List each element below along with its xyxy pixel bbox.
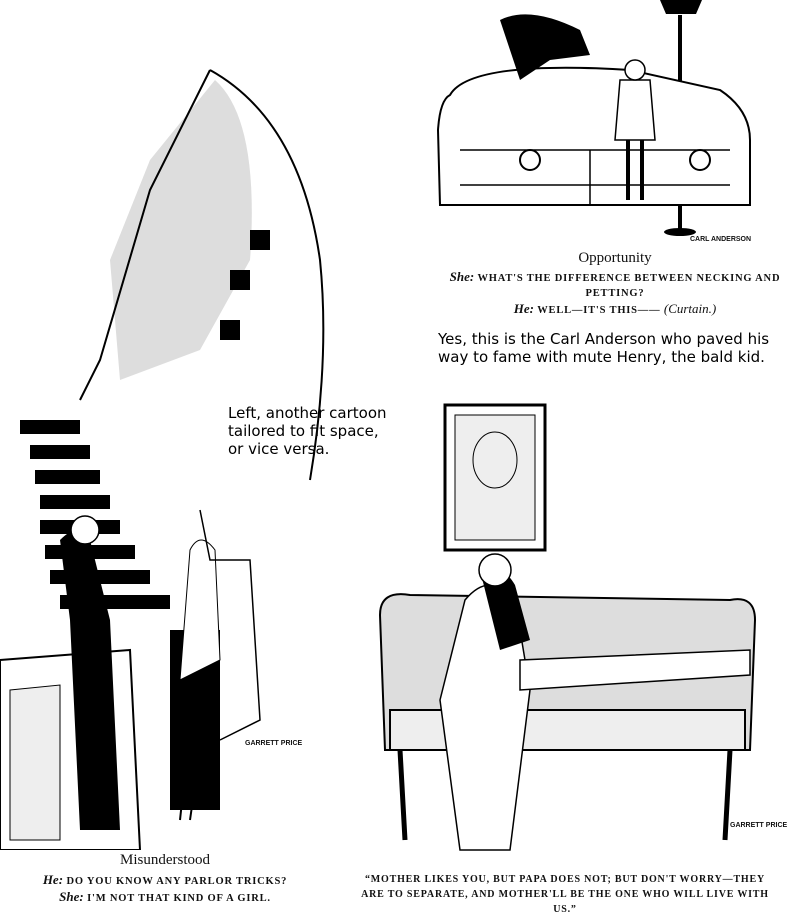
top-cartoon-caption: She: What's the difference between necki… xyxy=(440,269,790,318)
left-cartoon-title: Misunderstood xyxy=(120,852,210,868)
top-cartoon-signature: Carl Anderson xyxy=(690,236,752,243)
stage-aside: (Curtain.) xyxy=(663,301,717,316)
speaker-he: He: xyxy=(42,872,64,887)
staircase-cartoon-illustration xyxy=(0,69,325,850)
speaker-she: She: xyxy=(449,269,475,284)
left-cartoon-caption: He: Do you know any parlor tricks? She: … xyxy=(40,872,290,906)
dialogue-line: Well—it's this—— xyxy=(537,305,661,316)
left-annotation: Left, another cartoon tailored to fit sp… xyxy=(228,404,387,458)
left-cartoon-signature: Garrett Price xyxy=(245,740,303,747)
top-cartoon-title: Opportunity xyxy=(578,250,652,266)
bottom-cartoon-caption: “Mother likes you, but papa does not; bu… xyxy=(361,874,769,915)
right-annotation: Yes, this is the Carl Anderson who paved… xyxy=(438,330,770,366)
speaker-he: He: xyxy=(513,301,534,316)
dialogue-line: Do you know any parlor tricks? xyxy=(66,876,288,887)
dialogue-line: I'm not that kind of a girl. xyxy=(87,893,271,904)
dialogue-line: What's the difference between necking an… xyxy=(477,273,781,299)
bottom-cartoon-signature: Garrett Price xyxy=(730,822,788,829)
couch-cartoon-illustration xyxy=(378,403,757,851)
sofa-cartoon-illustration xyxy=(436,0,751,236)
speaker-she: She: xyxy=(59,889,84,904)
